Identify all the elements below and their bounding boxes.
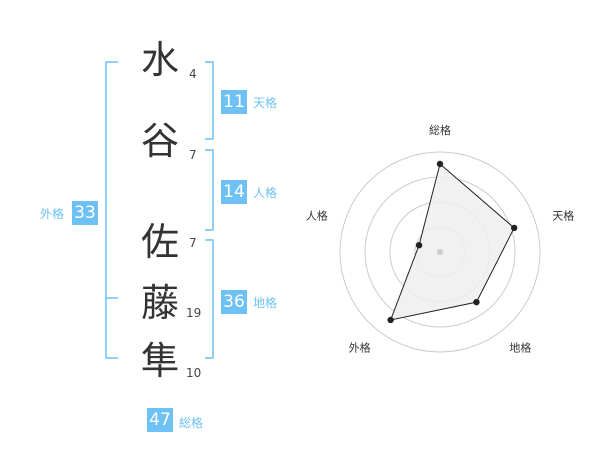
given-char-3: 隼 [140, 339, 179, 383]
radar-ring-4 [339, 151, 541, 353]
radar-point-1 [436, 160, 444, 168]
so-badge: 47 [147, 408, 173, 432]
surname-char-2: 谷 [140, 119, 179, 163]
given-strokes-1: 7 [189, 236, 197, 250]
ten-label: 天格 [253, 96, 278, 110]
surname-char-1: 水 [140, 38, 179, 82]
jin-badge: 14 [221, 180, 247, 204]
radar-axis-label-5: 人格 [306, 209, 328, 223]
chi-badge: 36 [221, 290, 247, 314]
radar-axis-label-2: 天格 [552, 209, 574, 223]
radar-point-4 [387, 316, 394, 324]
given-strokes-2: 19 [186, 306, 202, 320]
radar-point-2 [510, 224, 518, 232]
jin-label: 人格 [253, 186, 278, 200]
chi-label: 地格 [253, 296, 278, 310]
radar-center-dot [437, 249, 443, 255]
ten-bracket [205, 61, 214, 140]
radar-axis-label-4: 外格 [349, 340, 371, 354]
surname-strokes-1: 4 [189, 67, 197, 81]
radar-point-3 [473, 298, 480, 306]
gai-label: 外格 [40, 207, 65, 221]
radar-point-5 [415, 242, 423, 249]
given-char-2: 藤 [140, 281, 179, 325]
given-strokes-3: 10 [186, 366, 202, 380]
radar-axis-label-1: 総格 [429, 123, 451, 137]
outer-bracket [105, 61, 118, 359]
gai-badge: 33 [72, 201, 98, 225]
surname-strokes-2: 7 [189, 148, 197, 162]
given-char-1: 佐 [140, 220, 179, 264]
so-label: 総格 [179, 416, 204, 430]
chi-bracket [205, 239, 214, 359]
radar-polygon [389, 163, 515, 321]
radar-axis-label-3: 地格 [509, 340, 531, 354]
ten-badge: 11 [221, 90, 247, 114]
jin-bracket [205, 149, 214, 231]
